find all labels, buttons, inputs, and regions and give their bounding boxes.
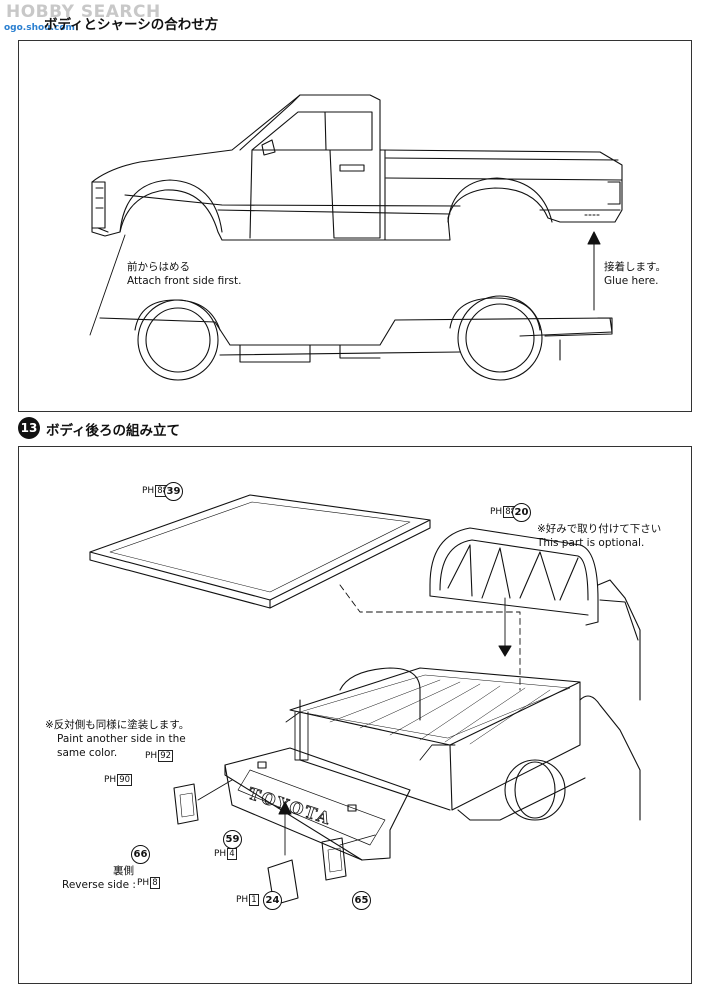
paint-code: 90 (117, 774, 133, 786)
part-number-65: 65 (352, 891, 371, 910)
note-attach-front: 前からはめる Attach front side first. (127, 260, 241, 288)
roll-bar-part-20 (429, 527, 599, 626)
step12-title: ボディとシャーシの合わせ方 (44, 17, 219, 33)
watermark-brand: HOBBY SEARCH (6, 2, 161, 22)
watermark-url: ogo.shou.com (4, 23, 75, 33)
paint-prefix: PH (490, 507, 503, 517)
watermark-logo: HOBBY SEARCH ogo.shou.com (2, 2, 162, 38)
paint-prefix: PH (142, 486, 155, 496)
note-optional: ※好みで取り付けて下さい This part is optional. (537, 522, 661, 550)
paint-code: 1 (249, 894, 259, 906)
note-paint-jp: ※反対側も同様に塗装します。 (45, 719, 190, 731)
paint-prefix: PH (145, 751, 158, 761)
paint-code: 92 (158, 750, 174, 762)
note-reverse-side: 裏側 Reverse side : (62, 864, 136, 892)
part-number-20: 20 (512, 503, 531, 522)
note-paint-en-1: Paint another side in the (57, 733, 186, 745)
paint-code: 4 (227, 848, 237, 860)
step12-panel (18, 40, 692, 412)
tailgate-brand-text: TOYOTA (246, 784, 334, 829)
paint-prefix: PH (236, 895, 249, 905)
paint-callout-59: PH 4 (214, 848, 237, 860)
note-glue-jp: 接着します。 (604, 261, 666, 273)
note-attach-front-jp: 前からはめる (127, 261, 190, 273)
truck-bed (289, 667, 641, 821)
note-paint-other-side: ※反対側も同様に塗装します。 Paint another side in the… (45, 718, 189, 760)
step13-title: ボディ後ろの組み立て (46, 423, 181, 439)
note-glue-en: Glue here. (604, 275, 659, 287)
note-optional-jp: ※好みで取り付けて下さい (537, 523, 662, 535)
note-reverse-jp: 裏側 (113, 865, 134, 877)
cab-rear (597, 579, 641, 701)
paint-callout-66b: PH 90 (104, 774, 133, 786)
truck-body-side-view (91, 94, 623, 241)
paint-callout-24-reverse: PH 8 (137, 877, 160, 889)
paint-prefix: PH (214, 849, 227, 859)
note-attach-front-en: Attach front side first. (127, 275, 242, 287)
part-number-66: 66 (131, 845, 150, 864)
part-number-24: 24 (263, 891, 282, 910)
bed-cover-part-39 (89, 494, 431, 609)
note-paint-en-2: same color. (57, 747, 118, 759)
paint-prefix: PH (104, 775, 117, 785)
note-reverse-en: Reverse side : (62, 879, 136, 891)
note-glue-here: 接着します。 Glue here. (604, 260, 666, 288)
part-number-59: 59 (223, 830, 242, 849)
part-number-39: 39 (164, 482, 183, 501)
tailgate-part-59 (224, 747, 411, 861)
paint-prefix: PH (137, 878, 150, 888)
paint-code: 8 (150, 877, 160, 889)
step13-badge: 13 (18, 417, 40, 439)
tail-light-part-66 (173, 783, 199, 825)
tail-light-part-65 (321, 837, 347, 881)
paint-callout-66a: PH 92 (145, 750, 174, 762)
paint-callout-24: PH 1 (236, 894, 259, 906)
note-optional-en: This part is optional. (537, 537, 645, 549)
chassis-side-view (99, 295, 613, 381)
